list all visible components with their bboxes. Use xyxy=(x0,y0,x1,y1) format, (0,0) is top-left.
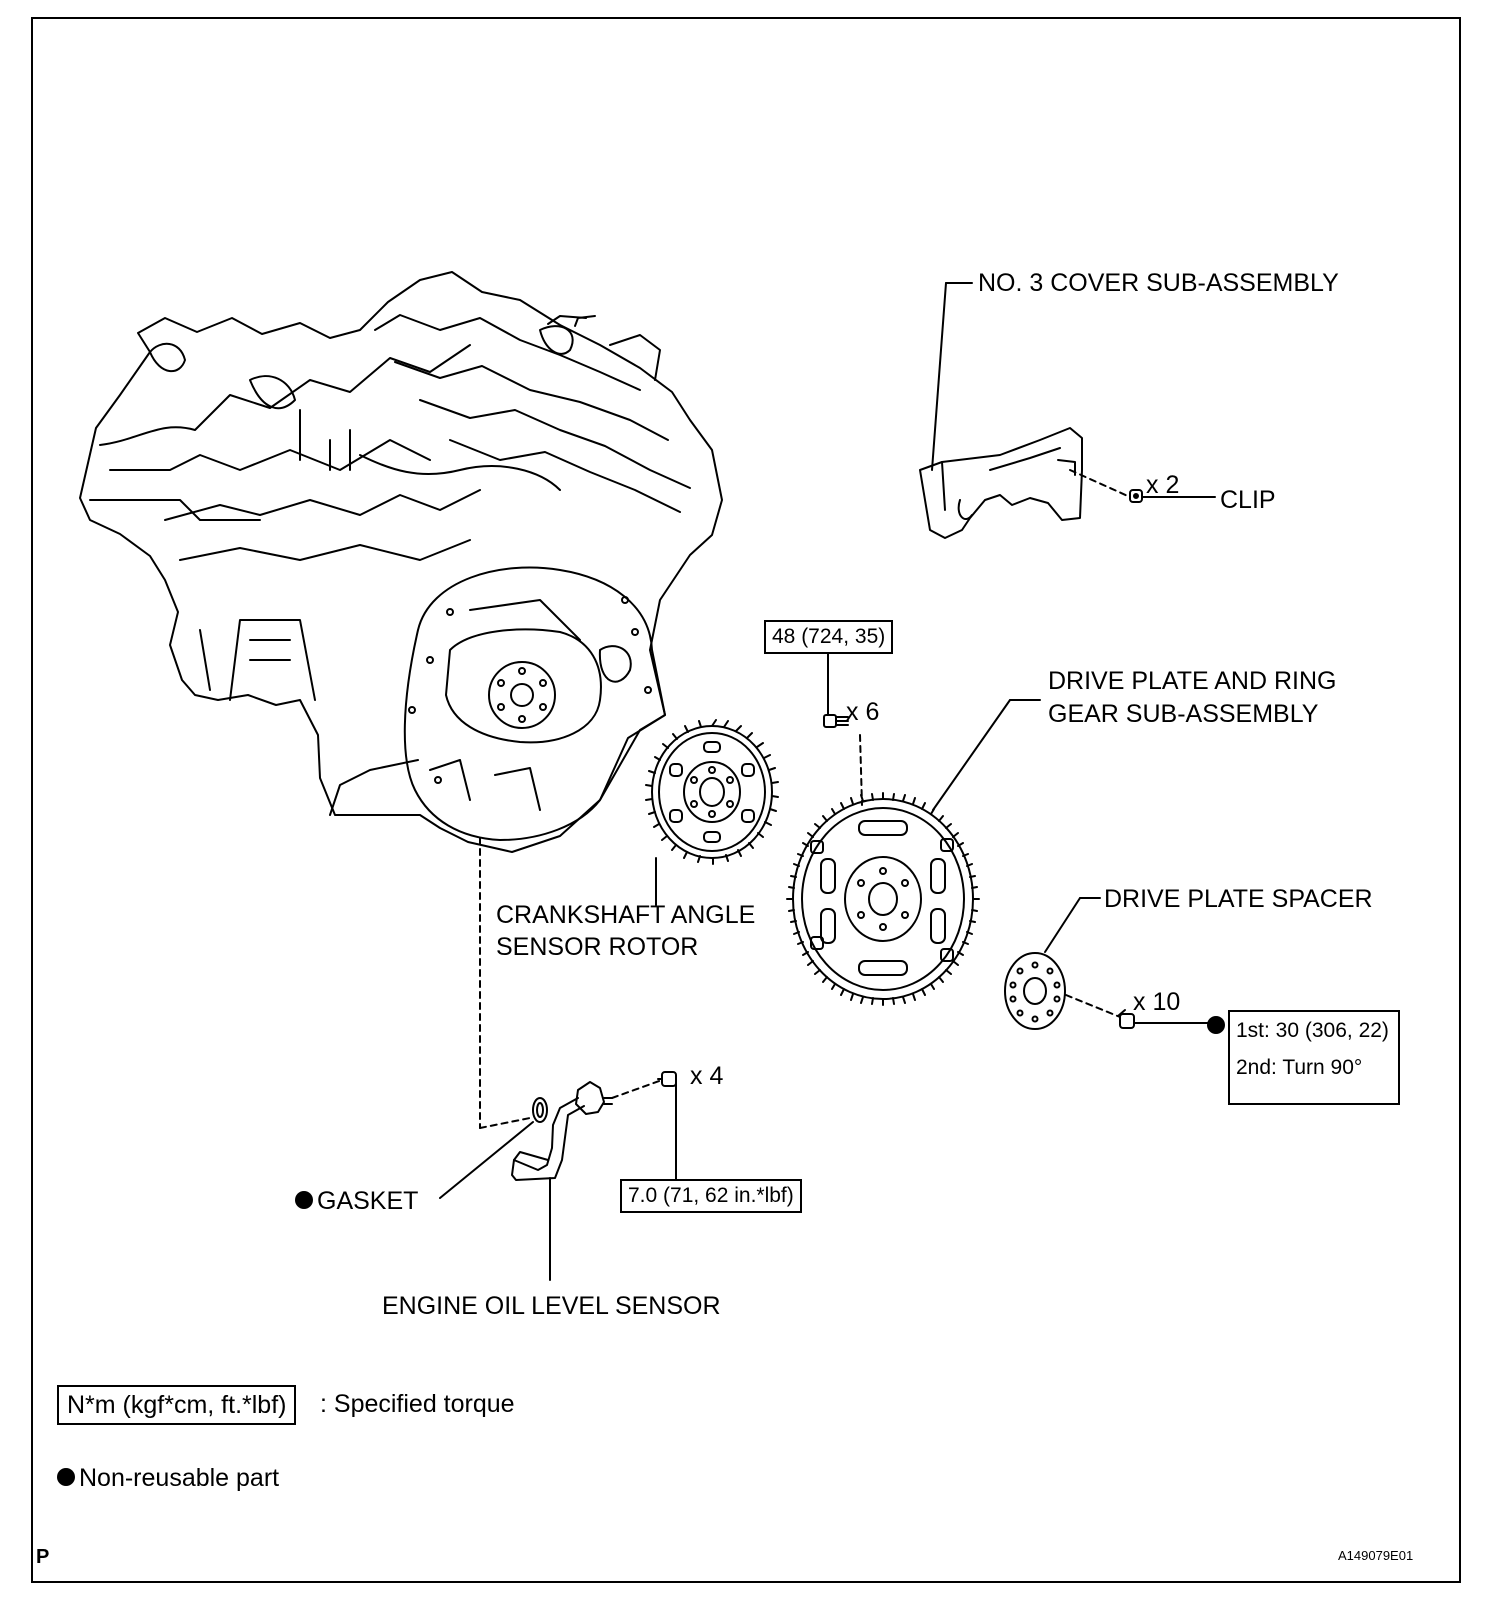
spacer-torque-box: 1st: 30 (306, 22) 2nd: Turn 90° xyxy=(1228,1010,1400,1105)
spacer-torque-line2: 2nd: Turn 90° xyxy=(1236,1056,1363,1079)
legend-non-reusable-text: Non-reusable part xyxy=(79,1464,280,1492)
gasket-label: GASKET xyxy=(295,1186,418,1217)
bolt-icon xyxy=(823,714,849,728)
bolt-icon xyxy=(657,1071,677,1087)
spacer-bolt-dashed xyxy=(1065,994,1121,1018)
gasket-ring-icon xyxy=(532,1097,548,1123)
oil-sensor-label: ENGINE OIL LEVEL SENSOR xyxy=(382,1292,721,1320)
drive-plate-label-line1: DRIVE PLATE AND RING xyxy=(1048,667,1337,695)
spacer-torque-line1: 1st: 30 (306, 22) xyxy=(1236,1019,1389,1042)
figure-id: A149079E01 xyxy=(1338,1548,1414,1563)
spacer-drawing xyxy=(1004,952,1066,1030)
drive-plate-torque-box: 48 (724, 35) xyxy=(764,620,894,654)
sensor-bolt-qty-label: x 4 xyxy=(690,1062,724,1090)
sensor-horizontal-dashed xyxy=(479,1117,531,1129)
cover-leader-line xyxy=(931,282,947,471)
clip-label: CLIP xyxy=(1220,486,1276,514)
cover-part-drawing xyxy=(919,427,1083,539)
legend-torque-box: N*m (kgf*cm, ft.*lbf) xyxy=(57,1385,297,1425)
corner-mark: P xyxy=(36,1546,50,1568)
sensor-torque-box: 7.0 (71, 62 in.*lbf) xyxy=(620,1179,802,1213)
gear-plate-drawing xyxy=(786,792,980,1006)
crank-rotor-label-line1: CRANKSHAFT ANGLE xyxy=(496,901,756,929)
non-reusable-dot-icon xyxy=(295,1191,313,1210)
cover-label: NO. 3 COVER SUB-ASSEMBLY xyxy=(978,269,1339,297)
oil-sensor-drawing xyxy=(511,1081,613,1181)
legend-non-reusable: Non-reusable part xyxy=(57,1463,279,1494)
drive-bolt-dashed xyxy=(859,734,863,806)
clip-bolt-icon xyxy=(1129,489,1143,503)
crank-rotor-label-line2: SENSOR ROTOR xyxy=(496,933,699,961)
spacer-leader xyxy=(1044,897,1081,953)
drive-plate-label-line2: GEAR SUB-ASSEMBLY xyxy=(1048,700,1319,728)
clip-qty-label: x 2 xyxy=(1146,471,1180,499)
gasket-leader xyxy=(439,1121,534,1199)
spacer-label: DRIVE PLATE SPACER xyxy=(1104,885,1373,913)
non-reusable-dot-icon xyxy=(1207,1016,1225,1034)
drive-plate-leader xyxy=(932,699,1011,811)
gasket-label-text: GASKET xyxy=(317,1187,419,1215)
sensor-bolt-dashed xyxy=(611,1079,663,1099)
cover-clip-dashed xyxy=(1069,469,1131,498)
legend-torque-text: : Specified torque xyxy=(320,1390,515,1418)
figure-frame xyxy=(31,17,1461,1583)
spacer-bolt-qty-label: x 10 xyxy=(1133,988,1181,1016)
bolt-icon xyxy=(1117,1009,1135,1029)
crank-rotor-drawing xyxy=(645,719,779,865)
non-reusable-dot-icon xyxy=(57,1468,75,1487)
drive-bolt-qty-label: x 6 xyxy=(846,698,880,726)
engine-block-drawing xyxy=(79,271,723,853)
